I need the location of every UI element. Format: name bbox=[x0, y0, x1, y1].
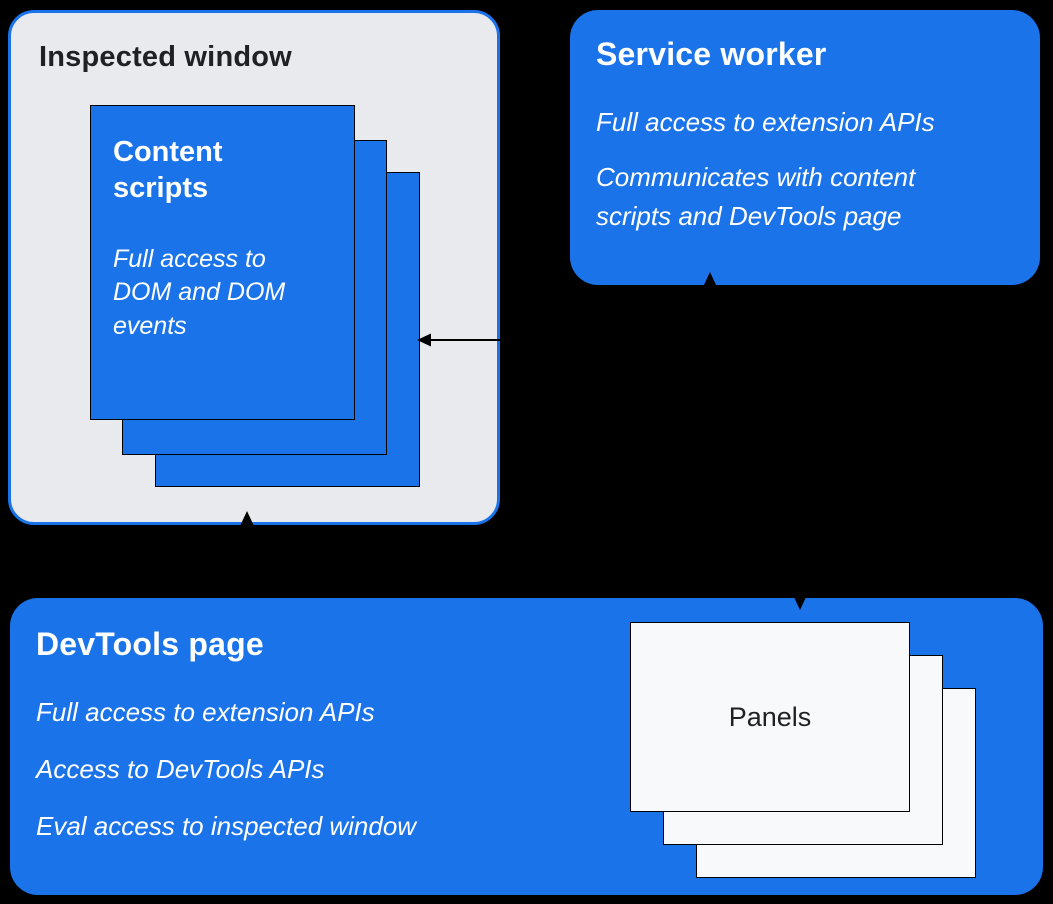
service-worker-api-access-text: Full access to extension APIs bbox=[596, 107, 935, 137]
inspected-window-title: Inspected window bbox=[39, 41, 292, 73]
arrow-into-service-worker-icon bbox=[703, 272, 717, 598]
devtools-page-title: DevTools page bbox=[36, 626, 264, 662]
service-worker-title: Service worker bbox=[596, 36, 827, 72]
devtools-page-eval-access-text: Eval access to inspected window bbox=[36, 811, 417, 842]
panels-card: Panels bbox=[630, 622, 910, 812]
content-scripts-title: Content scripts bbox=[113, 136, 223, 205]
content-scripts-description: Full access to DOM and DOM events bbox=[113, 244, 286, 341]
content-scripts-card: Content scripts Full access to DOM and D… bbox=[90, 105, 355, 420]
service-worker-box: Service worker Full access to extension … bbox=[570, 10, 1040, 285]
service-worker-communication-text: Communicates with content scripts and De… bbox=[596, 162, 916, 231]
devtools-page-api-access-text: Full access to extension APIs bbox=[36, 697, 375, 727]
arrow-into-devtools-page-icon bbox=[793, 285, 807, 610]
devtools-page-devtools-api-text: Access to DevTools APIs bbox=[36, 754, 325, 785]
panels-label: Panels bbox=[728, 701, 812, 732]
